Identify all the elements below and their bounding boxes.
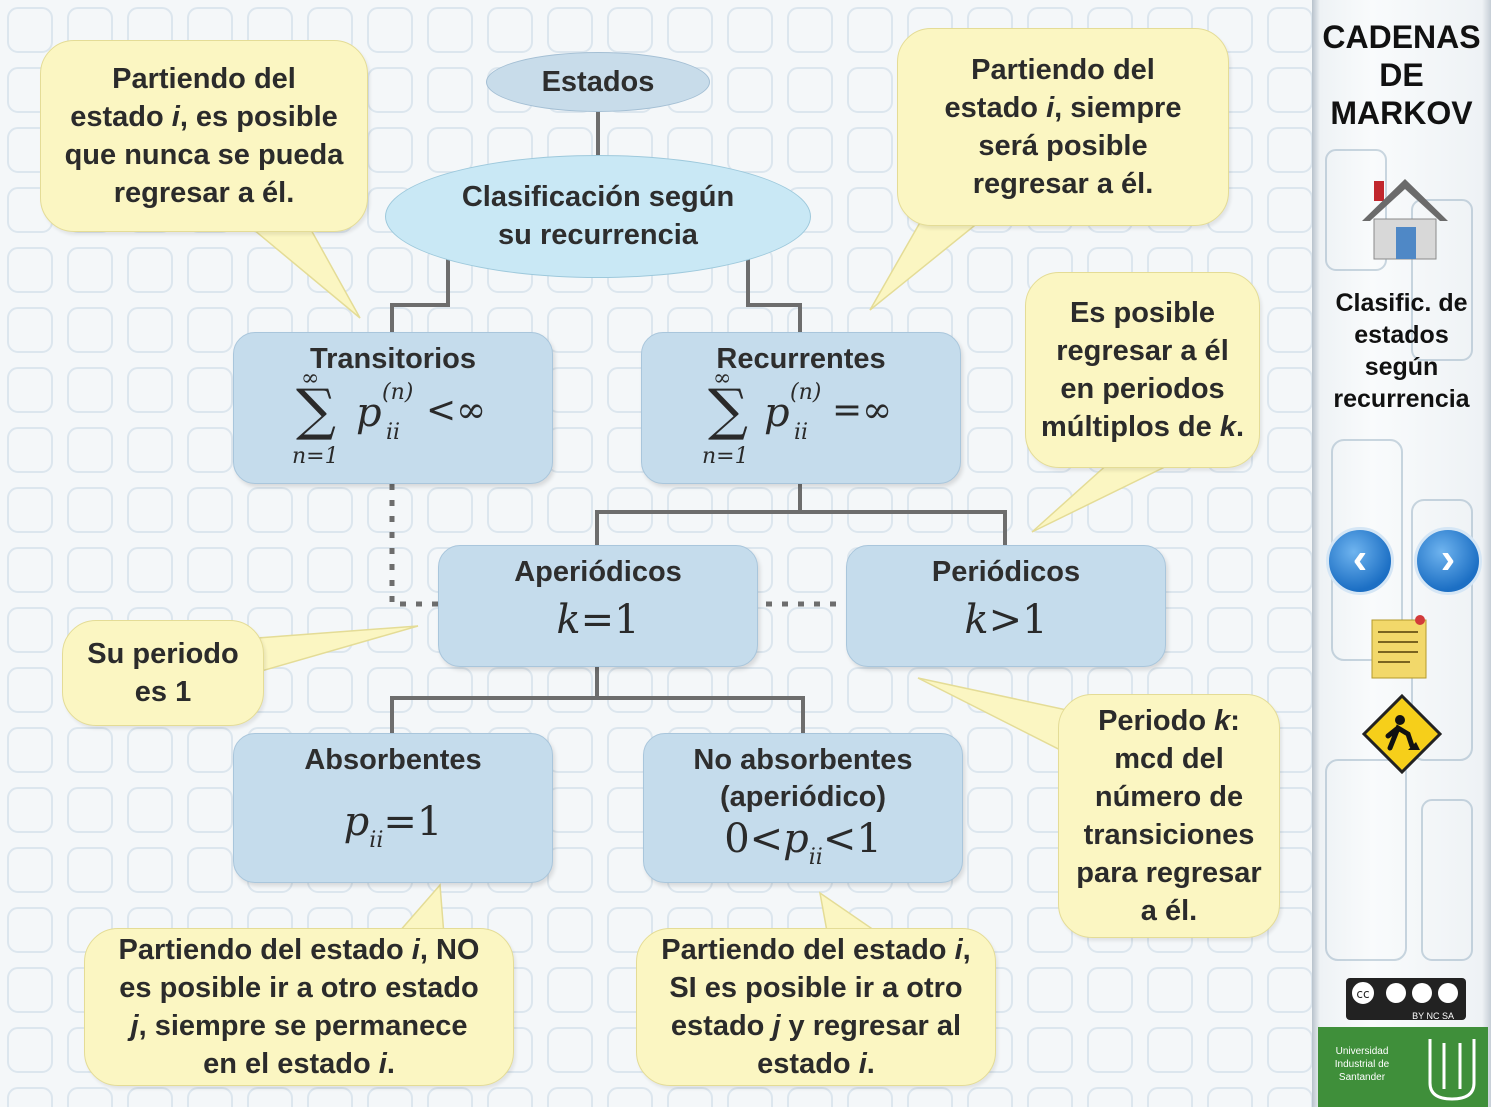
bubble-recurrentes: Partiendo del estado i, siempre será pos…: [897, 28, 1229, 226]
sidebar: CADENAS DE MARKOV Clasific. de estados s…: [1312, 0, 1491, 1107]
clasificacion-ellipse: Clasificación según su recurrencia: [385, 155, 811, 278]
absorbentes-label: Absorbentes: [304, 744, 482, 776]
chevron-left-icon[interactable]: ‹: [1326, 527, 1394, 595]
no-absorbentes-formula: 0<pii<1: [724, 816, 882, 870]
clasificacion-line-2: su recurrencia: [498, 219, 698, 251]
periodicos-formula: k>1: [964, 597, 1048, 643]
university-name: Universidad Industrial de Santander: [1334, 1046, 1390, 1083]
home-icon[interactable]: [1360, 175, 1450, 265]
sidebar-title: CADENAS DE MARKOV: [1322, 19, 1481, 131]
sidebar-subtitle: Clasific. de estados según recurrencia: [1333, 289, 1470, 413]
bubble-no-absorbentes: Partiendo del estado i, SI es posible ir…: [636, 928, 996, 1086]
estados-label: Estados: [541, 66, 655, 98]
dotted-connectors: [389, 484, 846, 607]
recurrentes-node: Recurrentes ∞ ∑ n=1 p (n) ii =∞: [641, 332, 961, 484]
transitorios-label: Transitorios: [310, 343, 476, 375]
note-icon[interactable]: [1370, 614, 1430, 680]
recurrentes-label: Recurrentes: [716, 343, 886, 375]
no-absorbentes-node: No absorbentes (aperiódico) 0<pii<1: [643, 733, 963, 883]
uis-logo: Universidad Industrial de Santander: [1318, 1027, 1488, 1107]
aperiodicos-label: Aperiódicos: [514, 556, 682, 588]
recurrentes-formula: ∞ ∑ n=1 p (n) ii =∞: [702, 366, 893, 469]
cc-license-icon[interactable]: cc BY NC SA: [1346, 978, 1466, 1021]
no-absorbentes-label: No absorbentes: [693, 744, 913, 776]
absorbentes-node: Absorbentes pii=1: [233, 733, 553, 883]
construction-icon[interactable]: [1361, 693, 1443, 775]
aperiodicos-node: Aperiódicos k=1: [438, 545, 758, 667]
chevron-right-icon[interactable]: ›: [1414, 527, 1482, 595]
absorbentes-formula: pii=1: [343, 799, 443, 853]
estados-ellipse: Estados: [486, 52, 710, 112]
svg-text:cc: cc: [1356, 987, 1369, 1001]
transitorios-node: Transitorios ∞ ∑ n=1 p (n) ii <∞: [233, 332, 553, 484]
license-text: BY NC SA: [1412, 1011, 1454, 1021]
transitorios-formula: ∞ ∑ n=1 p (n) ii <∞: [292, 366, 487, 469]
periodicos-label: Periódicos: [931, 556, 1081, 588]
aperiodicos-formula: k=1: [556, 597, 640, 643]
periodicos-node: Periódicos k>1: [846, 545, 1166, 667]
bubble-periodicos-info: Es posible regresar a él en periodos múl…: [1025, 272, 1260, 468]
no-absorbentes-label-2: (aperiódico): [720, 781, 886, 813]
bubble-absorbentes: Partiendo del estado i, NO es posible ir…: [84, 928, 514, 1086]
clasificacion-line-1: Clasificación según: [461, 181, 735, 213]
bubble-su-periodo: Su periodo es 1: [62, 620, 264, 726]
bubble-transitorios: Partiendo del estado i, es posible que n…: [40, 40, 368, 232]
bubble-periodo-k: Periodo k: mcd del número de transicione…: [1058, 694, 1280, 938]
uis-emblem: [1428, 1039, 1476, 1101]
connectors: [390, 110, 1007, 733]
